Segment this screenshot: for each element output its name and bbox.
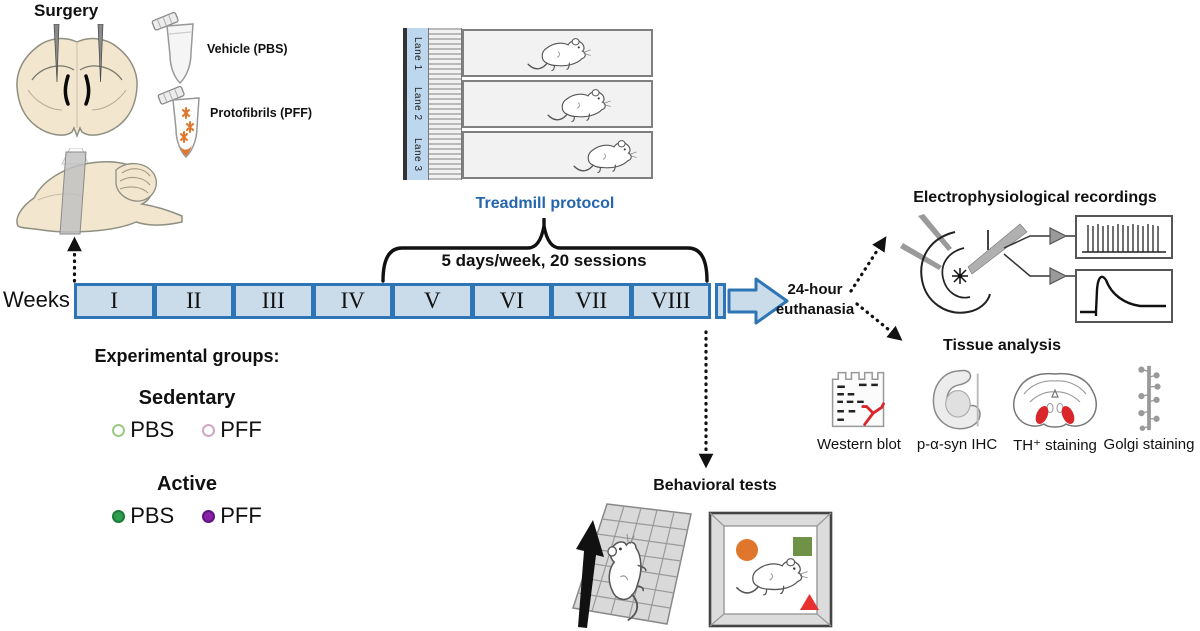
ihc-brain-slice-icon — [932, 369, 981, 430]
legend-item-sedentary-pbs: PBS — [112, 417, 174, 443]
treadmill-lane-3 — [462, 131, 653, 179]
tissue-method-golgi-staining: Golgi staining — [1100, 364, 1198, 453]
week-cell-2: II — [156, 286, 231, 316]
protofibrils-tube-icon — [157, 85, 200, 159]
western-blot-label: Western blot — [817, 436, 901, 453]
sessions-bracket-label: 5 days/week, 20 sessions — [441, 251, 647, 270]
rat-icon — [516, 33, 604, 73]
euthanasia-line-1: 24-hour — [787, 281, 843, 298]
group-active-row: PBS PFF — [62, 503, 312, 529]
behavioral-tests-title: Behavioral tests — [653, 477, 777, 494]
timeline-arrow — [727, 277, 789, 325]
electrophysiology-title: Electrophysiological recordings — [913, 189, 1157, 206]
grid-climbing-test-icon — [572, 503, 692, 628]
week-cell-1: I — [77, 286, 152, 316]
group-sedentary-name: Sedentary — [138, 387, 236, 409]
legend-label: PBS — [130, 503, 175, 528]
treadmill-lane-2 — [462, 80, 653, 128]
sagittal-brain-icon — [16, 148, 183, 235]
tissue-analysis-title: Tissue analysis — [943, 337, 1061, 354]
rat-icon — [562, 135, 650, 175]
protofibrils-tube-label: Protofibrils (PFF) — [210, 106, 313, 120]
euthanasia-line-2: euthanasia — [775, 300, 855, 318]
lane-3-label: Lane 3 — [412, 137, 423, 172]
tissue-method-th-staining: TH⁺ staining — [1006, 364, 1104, 454]
golgi-staining-label: Golgi staining — [1103, 436, 1195, 453]
week-cell-4: IV — [315, 286, 390, 316]
week-cell-8: VIII — [633, 286, 708, 316]
weeks-timeline: I II III IV V VI VII VIII — [74, 283, 711, 319]
treadmill-lane-strip: Lane 1 Lane 2 Lane 3 — [407, 28, 428, 180]
week-cell-5: V — [395, 286, 470, 316]
legend-item-active-pbs: PBS — [112, 503, 174, 529]
th-staining-brain-icon — [1013, 372, 1097, 428]
legend-label: PFF — [220, 503, 262, 528]
ihc-label: p-α-syn IHC — [916, 436, 998, 453]
vehicle-tube-icon — [151, 11, 194, 85]
open-purple-circle-icon — [202, 423, 216, 437]
legend-label: PBS — [130, 417, 175, 442]
legend-item-active-pff: PFF — [202, 503, 262, 529]
group-active-name: Active — [156, 473, 218, 495]
treadmill-lanes — [462, 28, 653, 180]
open-field-test-icon — [708, 511, 833, 628]
treadmill-lane-1 — [462, 29, 653, 77]
tissue-method-p-a-syn-ihc: p-α-syn IHC — [910, 364, 1004, 453]
rat-icon — [536, 84, 624, 124]
timeline-end-cap — [715, 283, 726, 319]
golgi-dendrite-icon — [1138, 365, 1161, 431]
group-sedentary-row: PBS PFF — [62, 417, 312, 443]
experimental-groups: Experimental groups: Sedentary PBS PFF A… — [62, 346, 312, 559]
electrophysiology-illustration — [900, 214, 1173, 323]
filled-green-circle-icon — [112, 509, 126, 523]
vehicle-tube-label: Vehicle (PBS) — [207, 42, 288, 56]
filled-purple-circle-icon — [202, 509, 216, 523]
euthanasia-label: 24-hour euthanasia — [762, 280, 868, 319]
surgery-title: Surgery — [34, 1, 99, 20]
legend-item-sedentary-pff: PFF — [202, 417, 262, 443]
weeks-axis-label: Weeks — [3, 287, 70, 312]
th-staining-label: TH⁺ staining — [1013, 437, 1097, 454]
week-cell-3: III — [236, 286, 311, 316]
open-green-circle-icon — [112, 423, 126, 437]
lane-2-label: Lane 2 — [412, 87, 423, 121]
coronal-brain-injection-icon — [16, 24, 138, 139]
western-blot-icon — [831, 371, 885, 428]
week-cell-7: VII — [554, 286, 629, 316]
week-cell-6: VI — [474, 286, 549, 316]
treadmill-protocol-title: Treadmill protocol — [475, 195, 615, 212]
treadmill-frame-bar — [403, 28, 407, 180]
experimental-groups-title: Experimental groups: — [94, 346, 280, 366]
treadmill-belt-hatch — [428, 28, 462, 180]
legend-label: PFF — [220, 417, 262, 442]
tissue-method-western-blot: Western blot — [812, 364, 906, 453]
lane-1-label: Lane 1 — [412, 36, 423, 71]
treadmill-illustration: Lane 1 Lane 2 Lane 3 — [403, 28, 653, 180]
sessions-bracket — [381, 218, 709, 283]
